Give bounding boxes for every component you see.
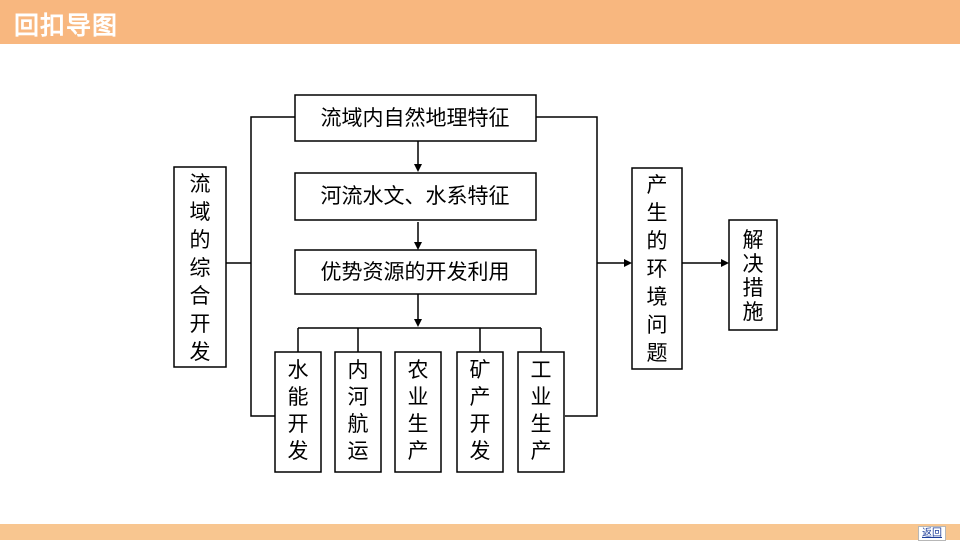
node-middle-label: 河流水文、水系特征 — [321, 184, 510, 208]
arrowhead-right-2 — [721, 259, 729, 267]
arrowhead-right-1 — [624, 259, 632, 267]
footer-bar — [0, 524, 960, 540]
right-bracket-line — [536, 116, 598, 417]
node-branch-2-label: 内河航运 — [348, 358, 369, 463]
node-top-label: 流域内自然地理特征 — [321, 106, 510, 130]
arrowhead-down-3 — [414, 319, 422, 327]
page-title: 回扣导图 — [14, 11, 119, 40]
node-branch-4-box — [456, 351, 504, 473]
arrowhead-down-1 — [414, 164, 422, 172]
node-branch-5-label: 工业生产 — [531, 358, 552, 463]
arrowhead-down-2 — [414, 242, 422, 250]
node-branch-3-box — [394, 351, 442, 473]
node-branch-1-label: 水能开发 — [288, 358, 309, 463]
node-branch-5-box — [517, 351, 565, 473]
node-resource-label: 优势资源的开发利用 — [321, 260, 510, 284]
node-left-label: 流域的综合开发 — [190, 172, 211, 364]
node-branch-2-box — [334, 351, 382, 473]
node-resource-box — [294, 249, 537, 295]
header-bar — [0, 0, 960, 44]
node-branch-4-label: 矿产开发 — [470, 358, 491, 463]
node-measures-label: 解决措施 — [743, 228, 764, 324]
node-branch-1-box — [274, 351, 322, 473]
node-branch-3-label: 农业生产 — [408, 358, 429, 463]
connectors — [226, 116, 729, 417]
back-button[interactable]: 返回 — [918, 526, 946, 541]
node-middle-box — [294, 172, 537, 221]
node-top-box — [294, 94, 537, 142]
node-left-box — [173, 166, 227, 368]
left-bracket-line — [250, 116, 295, 417]
node-problems-box — [631, 167, 683, 370]
node-measures-box — [728, 219, 778, 331]
node-problems-label: 产生的环境问题 — [647, 173, 668, 365]
